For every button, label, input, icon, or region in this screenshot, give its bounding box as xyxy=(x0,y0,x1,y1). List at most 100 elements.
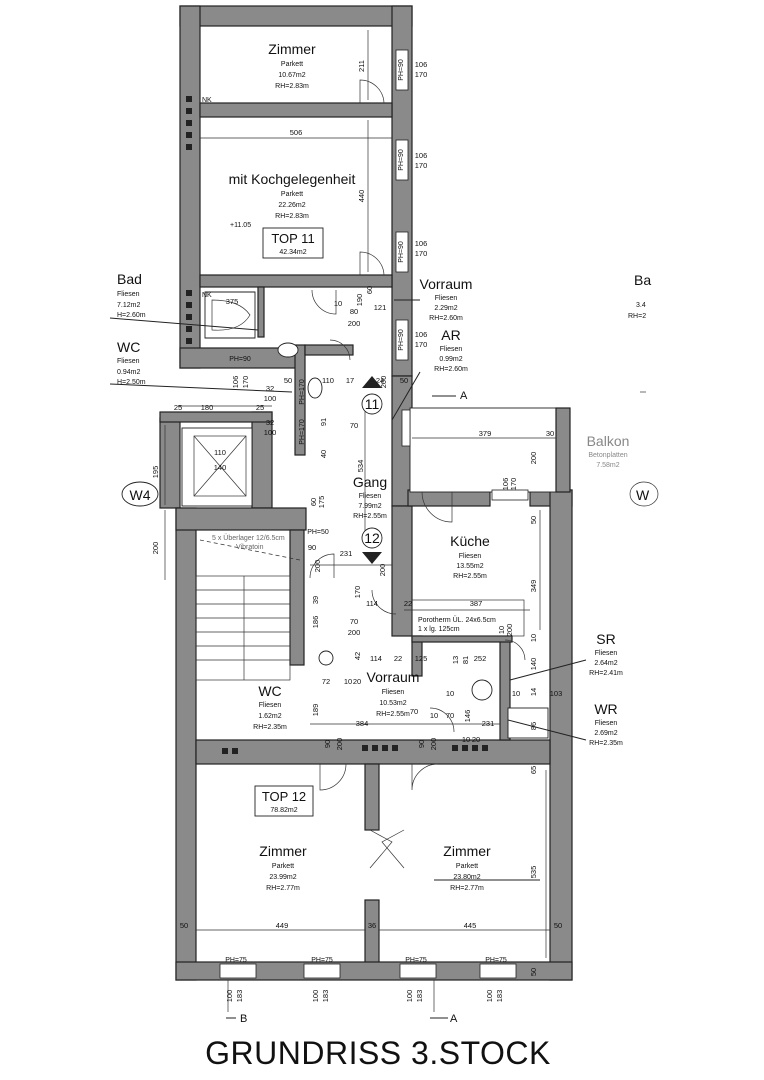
dim: 10 xyxy=(529,634,538,642)
room-floor: Fliesen xyxy=(595,650,618,657)
room-floor: Fliesen xyxy=(359,493,382,500)
dim: 170 xyxy=(415,161,428,170)
dim: 65 xyxy=(529,766,538,774)
dim: 106 xyxy=(231,376,240,389)
room-height: RH=2.55m xyxy=(376,711,410,718)
dim: 90 xyxy=(308,543,316,552)
partial-room-name: Ba xyxy=(634,272,651,288)
room-area: 10.53m2 xyxy=(379,700,406,707)
room-height: RH=2.35m xyxy=(589,740,623,747)
dim: 91 xyxy=(319,418,328,426)
top11-box xyxy=(262,227,324,259)
dim: 200 xyxy=(379,376,388,389)
dim: 70 xyxy=(350,617,358,626)
dim: 10 xyxy=(512,689,520,698)
dim: 440 xyxy=(357,190,366,203)
dim: 200 xyxy=(505,624,514,637)
dim: 183 xyxy=(495,990,504,1003)
dim: 170 xyxy=(353,586,362,599)
room-area: 1.62m2 xyxy=(258,713,281,720)
room-height: RH=2.60m xyxy=(434,366,468,373)
unit-top12: TOP 12 78.82m2 xyxy=(262,789,306,814)
room-vorraum-mid: Vorraum Fliesen 10.53m2 RH=2.55m xyxy=(367,669,420,718)
dim: 110 xyxy=(214,448,226,457)
room-area: 10.67m2 xyxy=(278,72,305,79)
room-name: Vorraum xyxy=(420,276,473,292)
room-wr: WR Fliesen 2.69m2 RH=2.35m xyxy=(589,701,623,747)
dim: 32 xyxy=(266,418,274,427)
dim: 13 xyxy=(451,656,460,664)
dim: PH=90 xyxy=(398,241,405,263)
dim: 50 xyxy=(554,921,562,930)
dim: 140 xyxy=(214,463,227,472)
dim: 20 xyxy=(472,735,480,744)
dim: 375 xyxy=(226,297,239,306)
room-name: Küche xyxy=(450,533,490,549)
dim: PH=170 xyxy=(299,419,306,445)
section-a-bottom: A xyxy=(450,1013,458,1025)
room-floor: Fliesen xyxy=(117,291,140,298)
dim: 106 xyxy=(415,239,428,248)
dim: 200 xyxy=(335,738,344,751)
room-name: WC xyxy=(258,683,281,699)
dim: 50 xyxy=(400,376,408,385)
dim: PH=75 xyxy=(485,957,507,964)
dim: 70 xyxy=(410,707,418,716)
dim: PH=75 xyxy=(225,957,247,964)
room-wc-mid: WC Fliesen 1.62m2 RH=2.35m xyxy=(253,683,287,731)
dim: 200 xyxy=(348,319,361,328)
room-floor: Fliesen xyxy=(440,346,463,353)
dim: PH=90 xyxy=(398,329,405,351)
dim: 20 xyxy=(353,677,361,686)
room-area: 0.99m2 xyxy=(439,356,462,363)
room-area: 2.64m2 xyxy=(594,660,617,667)
dim: 506 xyxy=(290,128,303,137)
dim: 190 xyxy=(355,294,364,307)
dim: 100 xyxy=(225,990,234,1003)
room-name: WR xyxy=(594,701,617,717)
dim: 39 xyxy=(311,596,320,604)
unit-label: TOP 12 xyxy=(262,789,306,804)
unit-area: 42.34m2 xyxy=(279,249,306,256)
room-wc-top: WC Fliesen 0.94m2 H=2.50m xyxy=(117,339,146,386)
dim: 189 xyxy=(311,704,320,717)
dim: 140 xyxy=(529,658,538,671)
dim: 90 xyxy=(323,740,332,748)
dim: PH=90 xyxy=(398,149,405,171)
dim: 183 xyxy=(321,990,330,1003)
section-a-top: A xyxy=(460,390,468,402)
stairs-note-2: Vibratoin xyxy=(236,544,264,551)
room-height: H=2.50m xyxy=(117,379,146,386)
room-name: Gang xyxy=(353,474,387,490)
dim: 10 xyxy=(430,711,438,720)
circle-marker-12: 12 xyxy=(364,530,380,546)
section-markers xyxy=(121,376,659,1019)
room-bad: Bad Fliesen 7.12m2 H=2.60m xyxy=(117,271,146,319)
room-area: 7.12m2 xyxy=(117,302,140,309)
room-height: RH=2.55m xyxy=(453,573,487,580)
dim: 252 xyxy=(474,654,487,663)
dim: 50 xyxy=(284,376,292,385)
dim: 90 xyxy=(417,740,426,748)
dim: 10 xyxy=(446,689,454,698)
room-height: RH=2.41m xyxy=(589,670,623,677)
dim: 50 xyxy=(180,921,188,930)
dim: 535 xyxy=(529,866,538,879)
dim: 121 xyxy=(374,303,387,312)
dim: 170 xyxy=(509,478,518,491)
dim: 100 xyxy=(485,990,494,1003)
dim: 106 xyxy=(501,478,510,491)
partial-w-marker: W xyxy=(636,487,650,503)
dim: 100 xyxy=(264,428,277,437)
room-zimmer-left: Zimmer Parkett 23.99m2 RH=2.77m xyxy=(259,843,307,892)
dim: 32 xyxy=(266,384,274,393)
dim: 449 xyxy=(276,921,289,930)
room-floor: Fliesen xyxy=(435,295,458,302)
dim: 200 xyxy=(429,738,438,751)
dimension-lines xyxy=(109,30,587,958)
dim: 349 xyxy=(529,580,538,593)
room-gang: Gang Fliesen 7.99m2 RH=2.55m xyxy=(353,474,387,520)
dim: 86 xyxy=(529,722,538,730)
staircase xyxy=(195,539,301,681)
room-name: Balkon xyxy=(587,433,630,449)
